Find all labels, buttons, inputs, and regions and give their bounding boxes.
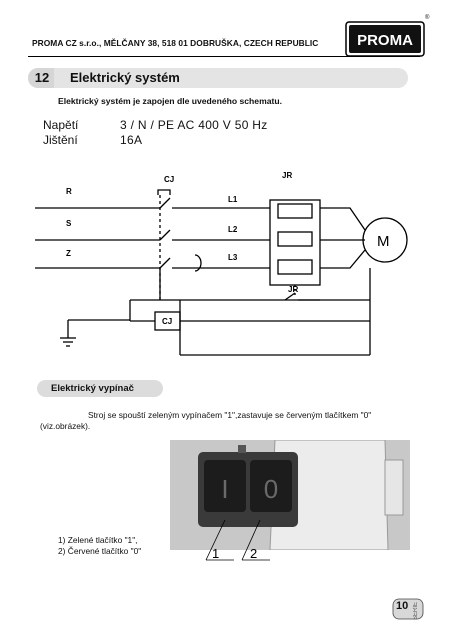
section-number: 12 — [34, 70, 50, 85]
label-L1: L1 — [228, 195, 238, 204]
section-title-bar — [28, 68, 408, 88]
label-CJ-coil: CJ — [162, 317, 172, 326]
section-title: Elektrický systém — [70, 70, 180, 85]
fuse-label: Jištění — [43, 133, 78, 147]
company-address: PROMA CZ s.r.o., MĚLČANY 38, 518 01 DOBR… — [32, 38, 319, 48]
logo-text: PROMA — [357, 32, 413, 49]
label-JR-top: JR — [282, 171, 292, 180]
legend-green-button: 1) Zelené tlačítko "1", — [58, 535, 138, 545]
page-number: 10 — [396, 600, 409, 612]
callout-2: 2 — [250, 546, 257, 561]
red-button[interactable] — [250, 460, 292, 512]
switch-description: Stroj se spouští zeleným vypínačem "1",z… — [88, 410, 372, 420]
label-CJ-top: CJ — [164, 175, 174, 184]
legend-red-button: 2) Červené tlačítko "0" — [58, 546, 142, 556]
green-button[interactable] — [204, 460, 246, 512]
label-M: M — [377, 233, 390, 250]
button-1-symbol: I — [221, 474, 228, 504]
section-number-box — [28, 68, 54, 88]
photo-callouts: 1 2 — [205, 520, 270, 561]
switch-description-cont: (viz.obrázek). — [40, 421, 91, 431]
button-0-symbol: 0 — [264, 474, 278, 504]
voltage-label: Napětí — [43, 118, 79, 132]
voltage-value: 3 / N / PE AC 400 V 50 Hz — [120, 118, 268, 132]
label-L2: L2 — [228, 225, 238, 234]
wiring-schematic: R S Z CJ JR L1 L2 L3 M JR CJ — [35, 171, 408, 356]
page-number-badge — [392, 598, 424, 620]
label-R: R — [66, 187, 72, 196]
fuse-value: 16A — [120, 133, 143, 147]
label-S: S — [66, 219, 72, 228]
subsection-title-bar — [37, 380, 163, 397]
registered-mark: ® — [425, 15, 430, 21]
callout-1: 1 — [212, 546, 219, 561]
label-Z: Z — [66, 249, 71, 258]
section-intro: Elektrický systém je zapojen dle uvedené… — [58, 96, 283, 106]
page-vertical-text: SERIE — [413, 602, 419, 621]
proma-logo: PROMA — [345, 21, 425, 57]
switch-photo: I 0 — [170, 440, 410, 550]
subsection-title: Elektrický vypínač — [51, 383, 134, 394]
label-JR-bottom: JR — [288, 285, 298, 294]
header-rule — [28, 56, 420, 57]
label-L3: L3 — [228, 253, 238, 262]
